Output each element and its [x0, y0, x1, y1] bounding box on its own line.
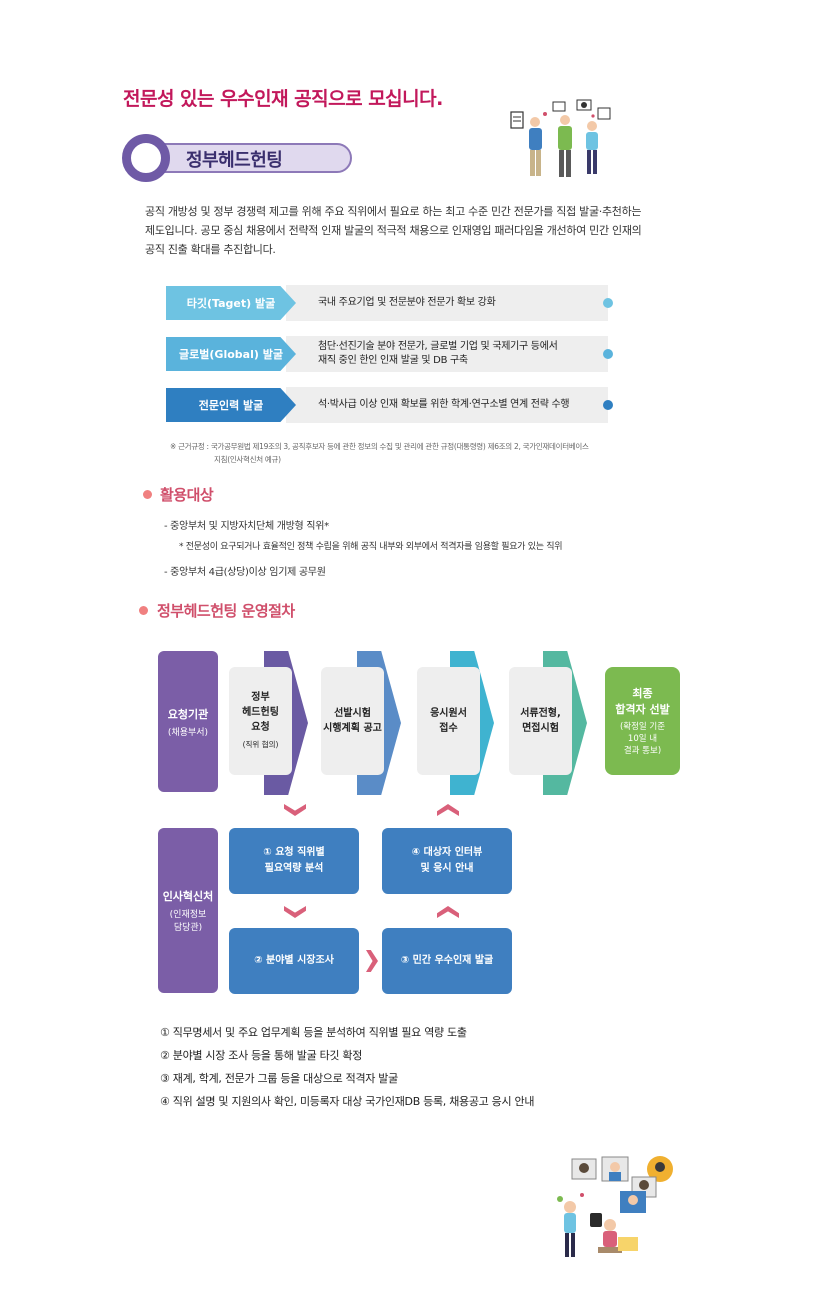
arrow-down-icon	[284, 906, 306, 918]
step-line: 시행계획 공고	[323, 723, 382, 734]
step-line: 서류전형,	[520, 708, 561, 719]
section-banner: 정부헤드헌팅	[122, 134, 352, 182]
objective-dot-icon	[603, 298, 613, 308]
objective-dot-icon	[603, 349, 613, 359]
basis-line: 지침(인사혁신처 예규)	[214, 455, 281, 464]
mpm-box: 인사혁신처 (인재정보 담당관)	[158, 828, 218, 993]
intro-paragraph: 공직 개방성 및 정부 경쟁력 제고를 위해 주요 직위에서 필요로 하는 최고…	[145, 202, 665, 259]
step-line: 헤드헌팅	[242, 707, 279, 718]
objective-dot-icon	[603, 400, 613, 410]
task-line: ④ 대상자 인터뷰	[411, 847, 483, 858]
objective-row-target: 타깃(Taget) 발굴 국내 주요기업 및 전문분야 전문가 확보 강화	[166, 285, 613, 321]
procedure-notes: ① 직무명세서 및 주요 업무계획 등을 분석하여 직위별 필요 역량 도출 ②…	[160, 1021, 534, 1113]
requester-box: 요청기관 (채용부서)	[158, 651, 218, 792]
step-line: 응시원서	[430, 708, 467, 719]
note-line: ② 분야별 시장 조사 등을 통해 발굴 타깃 확정	[160, 1049, 363, 1062]
arrow-down-icon	[284, 804, 306, 816]
objective-body	[286, 387, 608, 423]
task-line: ③ 민간 우수인재 발굴	[400, 955, 494, 966]
objective-tag: 타깃(Taget) 발굴	[166, 286, 296, 320]
mpm-sub: 담당관)	[173, 923, 203, 933]
step-box: 서류전형, 면접시험	[509, 667, 572, 775]
mpm-title: 인사혁신처	[162, 890, 214, 903]
section-title: 정부헤드헌팅	[186, 150, 283, 171]
intro-line: 공직 개방성 및 정부 경쟁력 제고를 위해 주요 직위에서 필요로 하는 최고…	[145, 205, 642, 218]
objective-body	[286, 336, 608, 372]
note-line: ③ 재계, 학계, 전문가 그룹 등을 대상으로 적격자 발굴	[160, 1072, 398, 1085]
final-line: 최종	[632, 687, 653, 700]
people-illustration-bottom	[557, 1156, 673, 1257]
bullet-icon	[143, 490, 152, 499]
step-box: 정부 헤드헌팅 요청 (직위 협의)	[229, 667, 292, 775]
step-line: 정부	[251, 692, 270, 703]
step-box: 응시원서 접수	[417, 667, 480, 775]
requester-title: 요청기관	[167, 707, 209, 721]
procedure-title: 정부헤드헌팅 운영절차	[157, 602, 295, 620]
note-line: ① 직무명세서 및 주요 업무계획 등을 분석하여 직위별 필요 역량 도출	[160, 1026, 467, 1039]
final-sub: (확정일 기준	[619, 722, 666, 732]
task-line: 및 응시 안내	[420, 863, 474, 874]
section-banner-pill	[144, 143, 352, 173]
arrow-right-icon	[366, 950, 378, 972]
bullet-icon	[139, 606, 148, 615]
basis-line: ※ 근거규정 : 국가공무원법 제19조의 3, 공직후보자 등에 관한 정보의…	[170, 442, 589, 451]
arrow-up-icon	[437, 804, 459, 816]
section-banner-circle-icon	[122, 134, 170, 182]
objective-tag: 글로벌(Global) 발굴	[166, 337, 296, 371]
objective-text: 국내 주요기업 및 전문분야 전문가 확보 강화	[318, 297, 496, 308]
task-line: ② 분야별 시장조사	[254, 955, 334, 966]
mpm-sub: (인재정보	[169, 910, 207, 920]
task-box: ③ 민간 우수인재 발굴	[382, 928, 512, 994]
step-box: 선발시험 시행계획 공고	[321, 667, 384, 775]
final-line: 합격자 선발	[615, 703, 670, 716]
arrow-up-icon	[437, 906, 459, 918]
targets-title: 활용대상	[160, 486, 214, 504]
note-line: ④ 직위 설명 및 지원의사 확인, 미등록자 대상 국가인재DB 등록, 채용…	[160, 1095, 535, 1108]
step-sub: (직위 협의)	[242, 740, 279, 749]
objective-text-line: 첨단·선진기술 분야 전문가, 글로벌 기업 및 국제기구 등에서	[318, 341, 558, 352]
target-note: * 전문성이 요구되거나 효율적인 정책 수립을 위해 공직 내부와 외부에서 …	[179, 542, 563, 552]
task-line: 필요역량 분석	[264, 863, 324, 874]
step-line: 선발시험	[334, 708, 371, 719]
objective-text-line: 재직 중인 한인 인재 발굴 및 DB 구축	[318, 355, 468, 366]
objective-text: 석·박사급 이상 인재 확보를 위한 학계·연구소별 연계 전략 수행	[318, 399, 570, 410]
objective-row-expert: 전문인력 발굴 석·박사급 이상 인재 확보를 위한 학계·연구소별 연계 전략…	[166, 387, 613, 423]
final-selection-box: 최종 합격자 선발 (확정일 기준 10일 내 결과 통보)	[605, 667, 680, 775]
task-box: ④ 대상자 인터뷰 및 응시 안내	[382, 828, 512, 894]
step-line: 면접시험	[522, 723, 559, 734]
task-box: ② 분야별 시장조사	[229, 928, 359, 994]
objective-row-global: 글로벌(Global) 발굴 첨단·선진기술 분야 전문가, 글로벌 기업 및 …	[166, 336, 613, 372]
step-line: 접수	[439, 723, 458, 734]
task-line: ① 요청 직위별	[263, 847, 325, 858]
target-line: - 중앙부처 4급(상당)이상 임기제 공무원	[164, 567, 326, 578]
legal-basis-note: ※ 근거규정 : 국가공무원법 제19조의 3, 공직후보자 등에 관한 정보의…	[170, 440, 620, 466]
page-headline: 전문성 있는 우수인재 공직으로 모십니다.	[123, 88, 443, 110]
objective-tag: 전문인력 발굴	[166, 388, 296, 422]
step-line: 요청	[251, 722, 270, 733]
requester-sub: (채용부서)	[167, 727, 209, 738]
final-sub: 10일 내	[627, 734, 658, 744]
intro-line: 제도입니다. 공모 중심 채용에서 전략적 인재 발굴의 적극적 채용으로 인재…	[145, 224, 642, 237]
final-sub: 결과 통보)	[623, 746, 662, 756]
task-box: ① 요청 직위별 필요역량 분석	[229, 828, 359, 894]
target-line: - 중앙부처 및 지방자치단체 개방형 직위*	[164, 521, 329, 532]
people-illustration-top	[510, 99, 611, 177]
objective-body	[286, 285, 608, 321]
intro-line: 공직 진출 확대를 추진합니다.	[145, 243, 276, 256]
objective-text: 첨단·선진기술 분야 전문가, 글로벌 기업 및 국제기구 등에서 재직 중인 …	[318, 336, 588, 372]
